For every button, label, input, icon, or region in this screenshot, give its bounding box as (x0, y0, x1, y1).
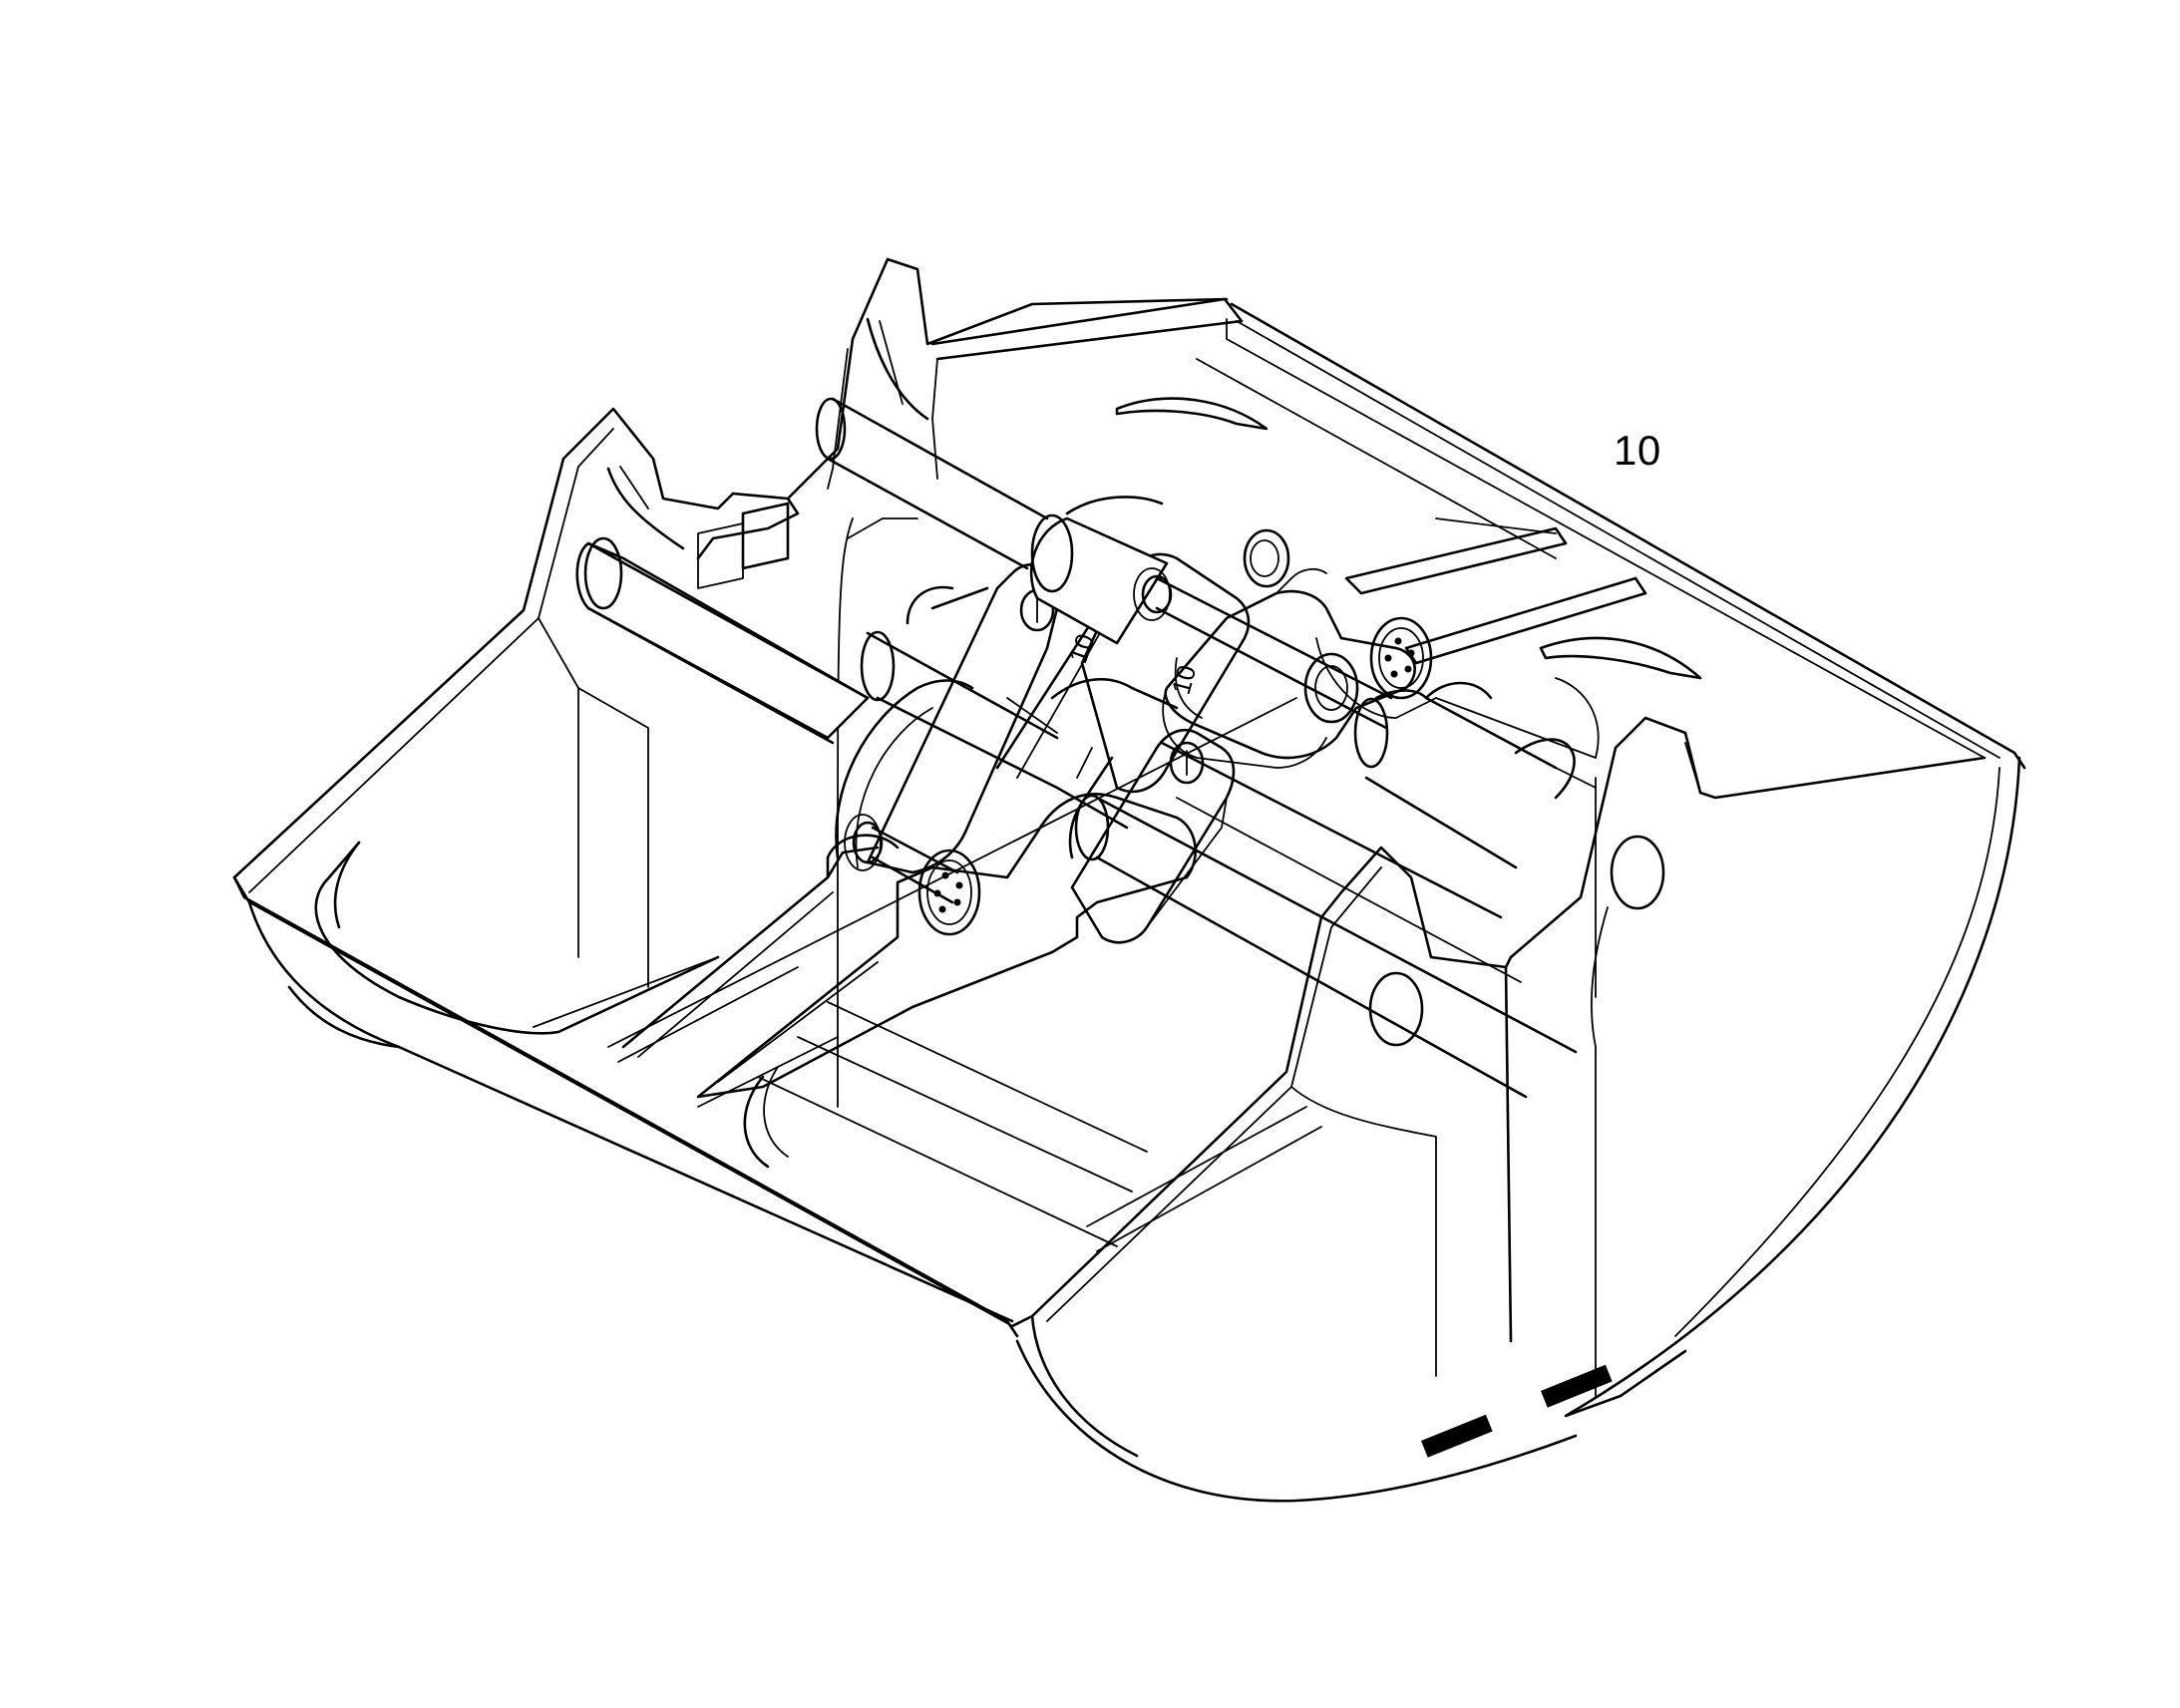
pin-left-upper (1243, 528, 1290, 588)
pin-upper-center (1155, 576, 1393, 700)
part-number-label: 10 (1614, 427, 1661, 474)
left-side-plate (232, 407, 735, 1035)
interior-floor (333, 697, 1322, 1252)
link-stamp-2: 10 (1166, 662, 1202, 698)
cutting-edge-left-b (248, 901, 1013, 1327)
pin-cap-right (1369, 616, 1433, 700)
front-right-panel (1010, 1314, 1139, 1458)
right-boss-block (1162, 657, 1327, 769)
wear-strip-1 (1420, 1414, 1493, 1458)
center-upright-plate (696, 257, 1229, 1108)
right-side-plate (1030, 846, 1513, 1377)
bucket-shell (232, 297, 2026, 1503)
right-link-plate (1070, 728, 1236, 944)
pin-cap-center (917, 849, 981, 936)
pin-left-lower (871, 826, 959, 874)
far-right-side-plate (1509, 716, 1987, 1397)
rear-pipe-left (575, 541, 870, 740)
right-end-plate (1564, 756, 2021, 1418)
left-end-plate-b (287, 985, 1014, 1323)
pins (697, 502, 1437, 936)
pin-hole-right-2 (1610, 835, 1665, 910)
top-back-edge-inner (1236, 320, 2000, 759)
left-end-plate (232, 875, 401, 1049)
bucket-bottom-curve (1015, 1339, 1578, 1503)
pipes (575, 397, 1597, 1099)
back-lip (930, 297, 1244, 361)
cutting-edge-left (232, 875, 1019, 1338)
rear-pipe-upper (831, 397, 1049, 520)
right-upper-link: 10 (1164, 567, 1416, 760)
back-interior (931, 318, 1986, 759)
wear-strip-2 (1540, 1364, 1613, 1408)
pin-right-front (1303, 652, 1359, 724)
right-end-plate-inner (1674, 767, 2000, 1337)
